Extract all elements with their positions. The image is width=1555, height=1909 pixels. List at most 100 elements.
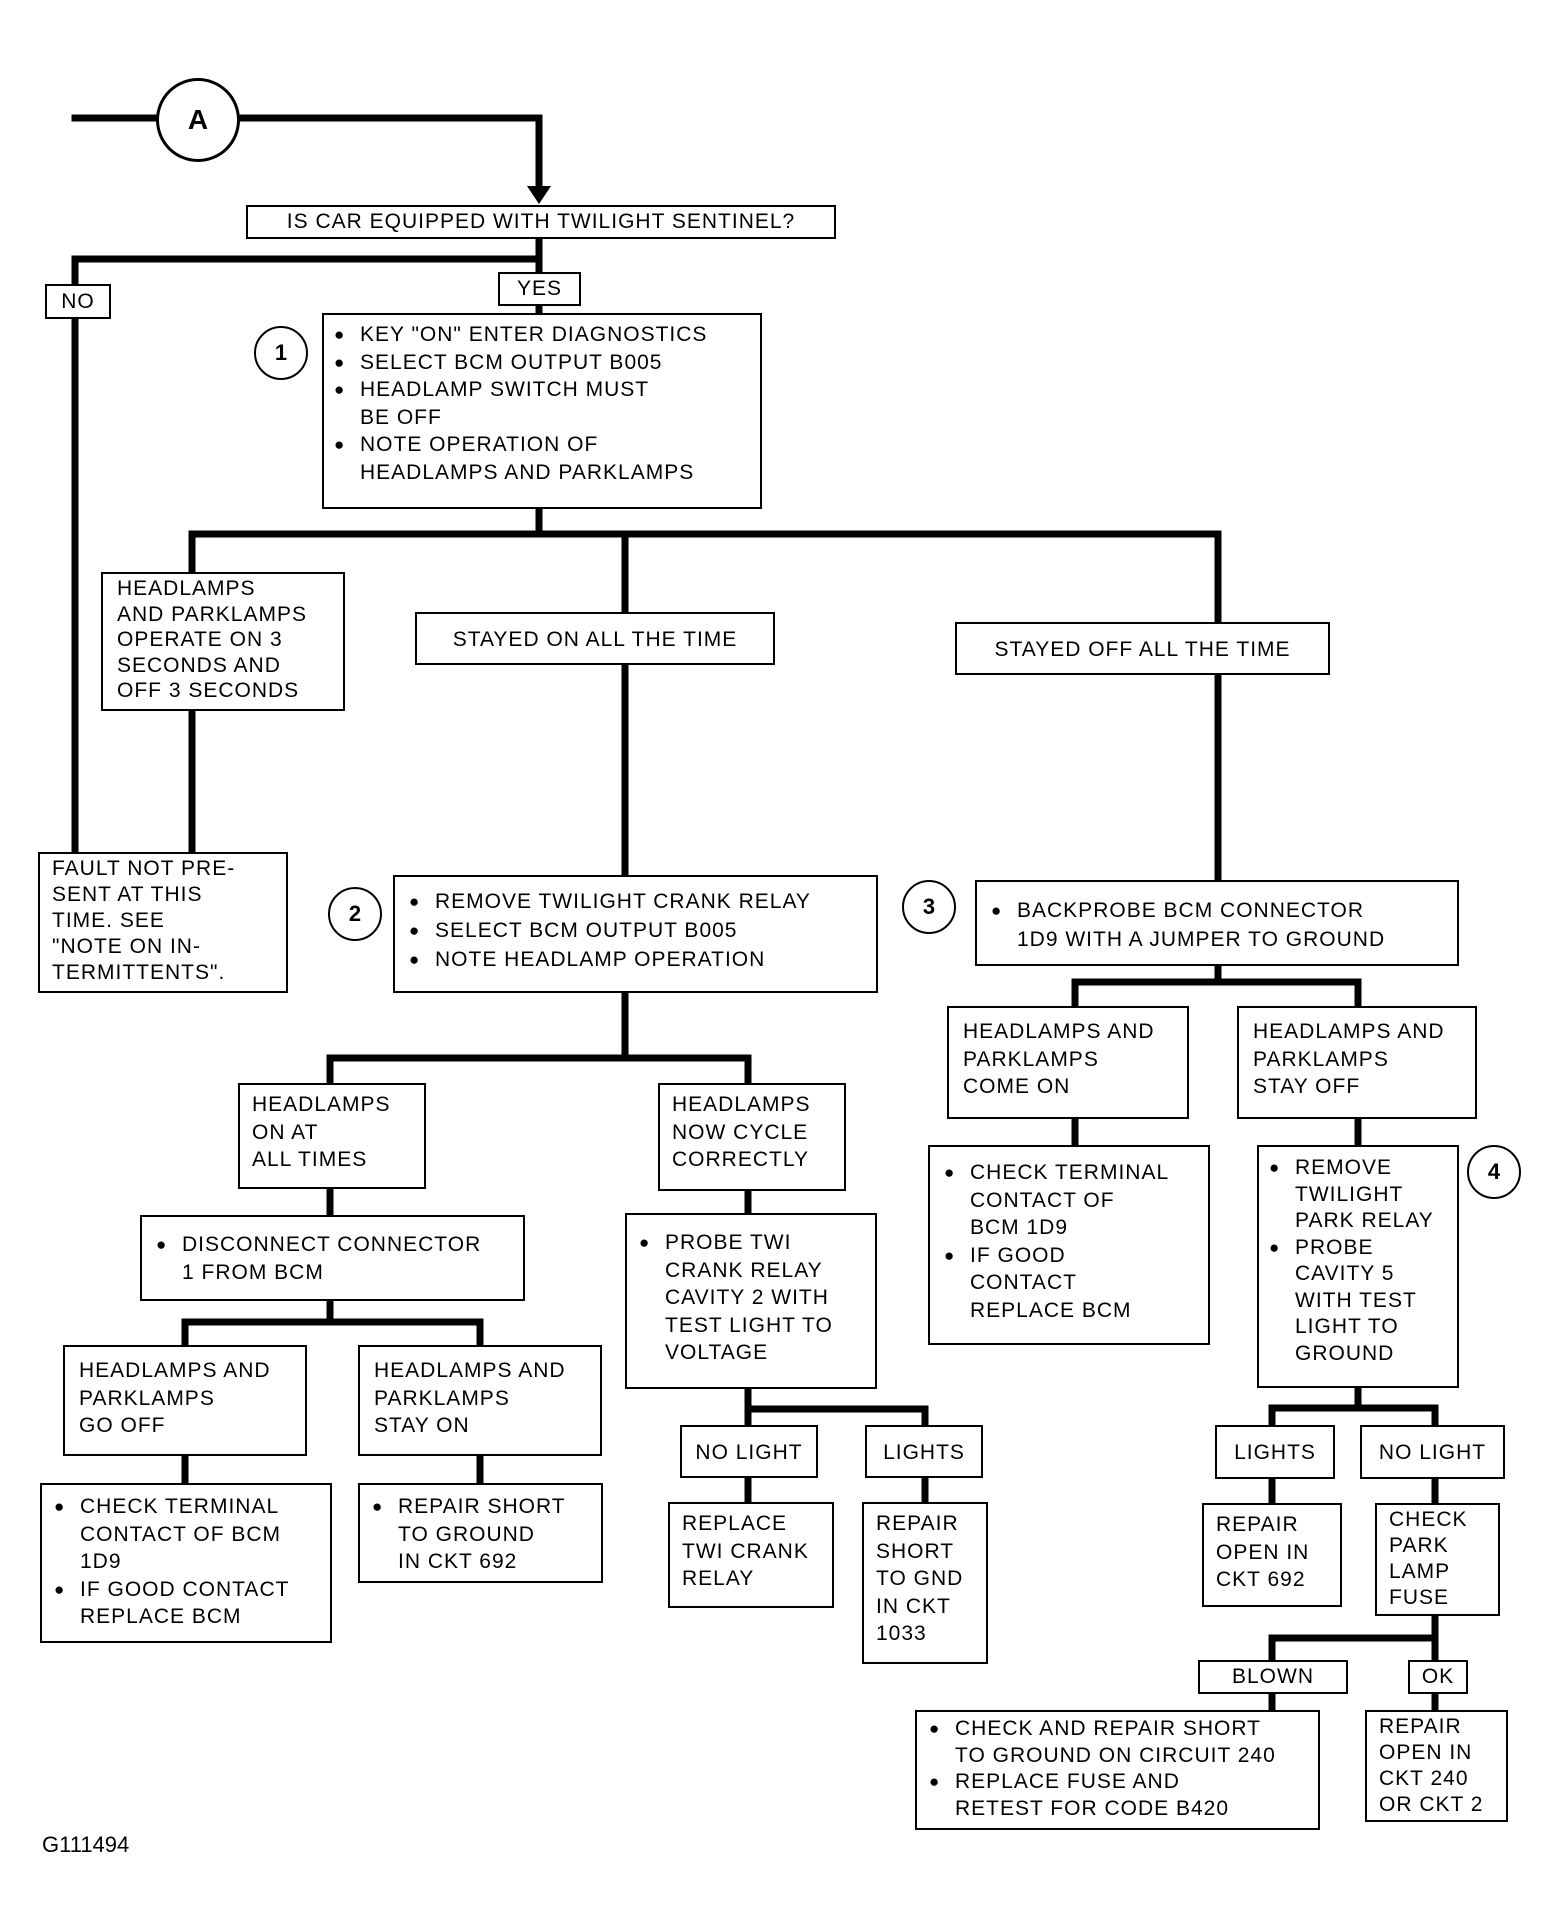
headlamps-stay-on-box: HEADLAMPS AND PARKLAMPS STAY ON	[358, 1345, 602, 1456]
step-2-marker: 2	[328, 887, 382, 941]
bullet-item-line: IF GOOD CONTACT	[80, 1577, 290, 1601]
go-off-line: PARKLAMPS	[79, 1386, 215, 1410]
branch-stayed-off-box: STAYED OFF ALL THE TIME	[955, 622, 1330, 675]
answer-no: NO	[45, 284, 111, 319]
bullet-item-line: REPLACE FUSE AND	[955, 1770, 1180, 1793]
repair-short-1033-line: 1033	[876, 1622, 927, 1645]
step-2-box: REMOVE TWILIGHT CRANK RELAY SELECT BCM OU…	[393, 875, 878, 993]
go-off-line: GO OFF	[79, 1414, 166, 1437]
stay-on-line: HEADLAMPS AND	[374, 1359, 566, 1382]
repair-open-240-line: OR CKT 2	[1379, 1793, 1484, 1816]
bullet-item-line: CONTACT OF	[970, 1188, 1115, 1212]
branch-cycle-line: OPERATE ON 3	[117, 628, 283, 651]
branch-stayed-on-box: STAYED ON ALL THE TIME	[415, 612, 775, 665]
fault-box-line: SENT AT THIS	[52, 883, 203, 906]
branch-cycle-line: OFF 3 SECONDS	[117, 679, 300, 702]
repair-open-240-line: OPEN IN	[1379, 1741, 1473, 1764]
now-cycle-line: NOW CYCLE	[672, 1120, 809, 1144]
check-fuse-line: LAMP	[1389, 1560, 1451, 1583]
no-light-mid-box: NO LIGHT	[680, 1425, 818, 1478]
now-cycle-line: CORRECTLY	[672, 1148, 809, 1171]
step-1-marker: 1	[254, 326, 308, 380]
fault-box-line: FAULT NOT PRE-	[52, 857, 236, 880]
bullet-item-line: VOLTAGE	[665, 1341, 769, 1364]
repair-short-1033-line: REPAIR	[876, 1512, 959, 1535]
bullet-item: NOTE HEADLAMP OPERATION	[409, 945, 862, 974]
step-4-marker: 4	[1467, 1145, 1521, 1199]
bullet-item: KEY "ON" ENTER DIAGNOSTICS	[334, 321, 750, 349]
repair-short-692-box: REPAIR SHORT TO GROUND IN CKT 692	[358, 1483, 603, 1583]
bullet-item-line: REPAIR SHORT	[398, 1495, 566, 1518]
bullet-item: REMOVE TWILIGHT CRANK RELAY	[409, 887, 862, 916]
repair-short-1033-line: IN CKT	[876, 1594, 951, 1618]
bullet-item-line: PARK RELAY	[1295, 1209, 1434, 1232]
ok-box: OK	[1408, 1660, 1468, 1694]
replace-relay-line: TWI CRANK	[682, 1539, 809, 1563]
question-box: IS CAR EQUIPPED WITH TWILIGHT SENTINEL?	[246, 205, 836, 239]
step-2-list: REMOVE TWILIGHT CRANK RELAY SELECT BCM OU…	[409, 887, 862, 974]
fault-box-line: "NOTE ON IN-	[52, 935, 201, 958]
repair-short-692-list: REPAIR SHORT TO GROUND IN CKT 692	[372, 1493, 589, 1576]
repair-open-692-line: CKT 692	[1216, 1568, 1306, 1591]
bullet-item-line: CONTACT	[970, 1271, 1077, 1294]
bullet-item-line: NOTE HEADLAMP OPERATION	[435, 948, 766, 971]
bullet-item-line: IN CKT 692	[398, 1550, 518, 1573]
on-at-all-times-line: HEADLAMPS	[252, 1093, 391, 1116]
branch-cycle-line: AND PARKLAMPS	[117, 602, 307, 626]
bullet-item-line: SELECT BCM OUTPUT B005	[435, 919, 738, 942]
bullet-item-line: CAVITY 2 WITH	[665, 1286, 829, 1309]
bullet-item-line: BE OFF	[360, 405, 442, 429]
bullet-item-line: CHECK AND REPAIR SHORT	[955, 1717, 1261, 1740]
bullet-item-line: CHECK TERMINAL	[970, 1161, 1170, 1184]
repair-open-692-line: OPEN IN	[1216, 1540, 1310, 1564]
bullet-item-line: TO GROUND	[398, 1522, 535, 1546]
step-3-marker: 3	[902, 880, 956, 934]
repair-open-240-line: CKT 240	[1379, 1767, 1469, 1790]
bullet-item-line: RETEST FOR CODE B420	[955, 1796, 1230, 1820]
bullet-item-line: TEST LIGHT TO	[665, 1313, 833, 1337]
come-on-line: PARKLAMPS	[963, 1047, 1099, 1071]
now-cycle-line: HEADLAMPS	[672, 1093, 811, 1116]
bullet-item-line: CAVITY 5	[1295, 1262, 1395, 1285]
bullet-item-line: GROUND	[1295, 1341, 1395, 1365]
bullet-item: REPLACE FUSE AND RETEST FOR CODE B420	[929, 1769, 1306, 1822]
bullet-item-line: DISCONNECT CONNECTOR	[182, 1233, 482, 1256]
repair-open-240-line: REPAIR	[1379, 1715, 1462, 1738]
headlamps-go-off-box: HEADLAMPS AND PARKLAMPS GO OFF	[63, 1345, 307, 1456]
check-fuse-line: FUSE	[1389, 1586, 1450, 1609]
bullet-item: SELECT BCM OUTPUT B005	[409, 916, 862, 945]
stay-on-line: STAY ON	[374, 1414, 470, 1437]
stay-off-line: HEADLAMPS AND	[1253, 1020, 1445, 1043]
repair-short-1033-line: SHORT	[876, 1539, 955, 1563]
repair-open-240-box: REPAIR OPEN IN CKT 240 OR CKT 2	[1365, 1710, 1508, 1822]
stay-on-line: PARKLAMPS	[374, 1386, 510, 1410]
bullet-item-line: REMOVE TWILIGHT CRANK RELAY	[435, 890, 811, 913]
figure-id: G111494	[42, 1832, 130, 1857]
bullet-item-line: HEADLAMPS AND PARKLAMPS	[360, 460, 695, 484]
go-off-line: HEADLAMPS AND	[79, 1359, 271, 1382]
on-at-all-times-line: ALL TIMES	[252, 1148, 368, 1171]
replace-relay-line: RELAY	[682, 1567, 755, 1590]
bullet-item-line: BACKPROBE BCM CONNECTOR	[1017, 899, 1364, 922]
